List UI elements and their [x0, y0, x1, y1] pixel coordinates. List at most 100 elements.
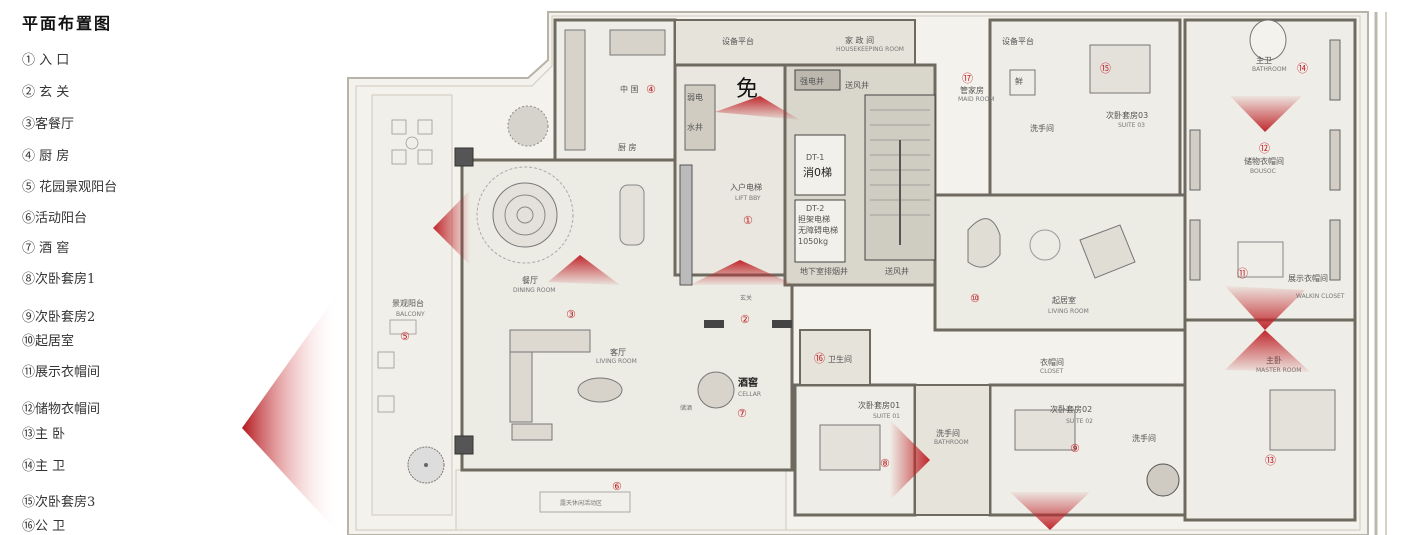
- service-strip: 设备平台 家 政 间 HOUSEKEEPING ROOM 设备平台 鲜 ⑰ 管家…: [722, 35, 1036, 103]
- svg-text:水井: 水井: [687, 122, 703, 132]
- legend-item-activity-balcony: ⑥活动阳台: [22, 211, 88, 226]
- legend-item-suite-2: ⑨次卧套房2: [22, 310, 96, 325]
- svg-text:③: ③: [566, 308, 576, 321]
- legend-item-master-bath: ⑭主 卫: [22, 459, 66, 474]
- svg-text:无障碍电梯: 无障碍电梯: [798, 225, 838, 235]
- svg-text:管家房: 管家房: [960, 85, 984, 95]
- svg-text:送风井: 送风井: [845, 80, 869, 90]
- garden-balcony: 景观阳台 BALCONY ⑤: [371, 94, 549, 516]
- hero-glyph: 免: [736, 77, 758, 102]
- legend-item-suite-3: ⑮次卧套房3: [22, 495, 96, 510]
- svg-text:1050kg: 1050kg: [798, 237, 828, 246]
- legend-panel: 平面布置图 ① 入 口 ② 玄 关 ③客餐厅 ④ 厨 房 ⑤ 花园景观阳台 ⑥活…: [22, 0, 322, 535]
- legend-item-living-room: ⑩起居室: [22, 334, 75, 349]
- svg-text:鲜: 鲜: [1015, 76, 1023, 86]
- svg-text:卫生间: 卫生间: [828, 354, 852, 364]
- svg-text:送风井: 送风井: [885, 266, 909, 276]
- svg-text:②: ②: [740, 313, 750, 326]
- svg-text:中 国: 中 国: [620, 84, 639, 94]
- svg-text:酒窖: 酒窖: [738, 376, 758, 389]
- svg-text:洗手间: 洗手间: [936, 428, 960, 438]
- legend-item-storage-closet: ⑫储物衣帽间: [22, 402, 101, 417]
- svg-text:入户电梯: 入户电梯: [730, 182, 762, 192]
- living-room: ⑩ 起居室 LIVING ROOM: [967, 218, 1136, 315]
- svg-text:SUITE 03: SUITE 03: [1118, 122, 1145, 129]
- svg-text:露天休闲活动区: 露天休闲活动区: [560, 499, 602, 507]
- svg-text:⑥: ⑥: [612, 480, 622, 493]
- svg-text:地下室排烟井: 地下室排烟井: [800, 266, 848, 276]
- svg-text:⑮: ⑮: [1100, 62, 1111, 75]
- svg-text:HOUSEKEEPING ROOM: HOUSEKEEPING ROOM: [836, 46, 904, 53]
- dining-area: 餐厅 DINING ROOM: [454, 147, 574, 294]
- suites-1-2: 次卧套房01 SUITE 01 ⑧ 洗手间 BATHROOM 次卧套房02 SU…: [819, 357, 1156, 471]
- svg-text:储物衣帽间: 储物衣帽间: [1244, 156, 1284, 166]
- svg-text:⑫: ⑫: [1259, 142, 1270, 155]
- svg-text:设备平台: 设备平台: [722, 36, 754, 46]
- svg-text:次卧套房03: 次卧套房03: [1106, 110, 1148, 120]
- svg-text:⑤: ⑤: [400, 330, 410, 343]
- svg-text:储酒: 储酒: [680, 404, 692, 412]
- svg-text:LIVING ROOM: LIVING ROOM: [596, 358, 637, 365]
- svg-text:BATHROOM: BATHROOM: [1252, 66, 1287, 73]
- legend-title: 平面布置图: [22, 14, 113, 33]
- svg-text:厨 房: 厨 房: [618, 142, 637, 152]
- svg-text:展示衣帽间: 展示衣帽间: [1288, 273, 1328, 283]
- svg-text:BATHROOM: BATHROOM: [934, 439, 969, 446]
- svg-text:⑩: ⑩: [970, 292, 980, 305]
- legend-item-display-closet: ⑪展示衣帽间: [22, 365, 101, 380]
- svg-text:景观阳台: 景观阳台: [392, 298, 424, 308]
- legend-item-master-bedroom: ⑬主 卧: [22, 427, 66, 442]
- view-wedges: [433, 96, 1310, 530]
- entry-lobby: 弱电 水井 入户电梯 LIFT BBY ① 玄关 ② 免: [679, 77, 792, 328]
- svg-text:玄关: 玄关: [740, 294, 752, 302]
- svg-text:消0梯: 消0梯: [803, 165, 832, 179]
- svg-text:次卧套房02: 次卧套房02: [1050, 404, 1092, 414]
- svg-text:BOUSOC: BOUSOC: [1250, 168, 1276, 175]
- svg-text:起居室: 起居室: [1052, 295, 1076, 305]
- svg-text:⑯: ⑯: [814, 352, 825, 365]
- master-bath-zone: 主卫 BATHROOM ⑭ ⑫ 储物衣帽间 BOUSOC ⑪ 展示衣帽间 WAL…: [1189, 19, 1345, 300]
- svg-text:BALCONY: BALCONY: [396, 311, 425, 318]
- svg-text:次卧套房01: 次卧套房01: [858, 400, 900, 410]
- svg-text:MAID ROOM: MAID ROOM: [958, 96, 994, 103]
- svg-text:⑪: ⑪: [1237, 267, 1248, 280]
- legend-item-garden-balcony: ⑤ 花园景观阳台: [22, 180, 118, 195]
- svg-text:CELLAR: CELLAR: [738, 391, 761, 398]
- legend-item-kitchen: ④ 厨 房: [22, 149, 70, 164]
- svg-text:⑧: ⑧: [880, 457, 890, 470]
- svg-text:LIFT BBY: LIFT BBY: [735, 195, 761, 202]
- svg-text:强电井: 强电井: [800, 76, 824, 86]
- svg-text:④: ④: [646, 83, 656, 96]
- svg-text:洗手间: 洗手间: [1132, 433, 1156, 443]
- living-area: ③ 客厅 LIVING ROOM: [424, 308, 637, 467]
- activity-balcony: 露天休闲活动区 ⑥: [455, 469, 787, 531]
- svg-text:餐厅: 餐厅: [522, 276, 538, 285]
- svg-text:客厅: 客厅: [610, 347, 626, 357]
- svg-text:WALKIN CLOSET: WALKIN CLOSET: [1296, 293, 1345, 300]
- svg-text:担架电梯: 担架电梯: [798, 214, 830, 224]
- svg-text:DT-2: DT-2: [806, 204, 824, 213]
- kitchen-zone: 中 国 ④ 厨 房: [564, 29, 666, 246]
- cellar-zone: 酒窖 CELLAR ⑦ 储酒 ⑯ 卫生间: [680, 352, 852, 420]
- svg-text:主卫: 主卫: [1256, 55, 1272, 65]
- svg-text:设备平台: 设备平台: [1002, 36, 1034, 46]
- legend-item-entrance: ① 入 口: [22, 53, 70, 68]
- svg-text:⑨: ⑨: [1070, 442, 1080, 455]
- legend-item-cellar: ⑦ 酒 窖: [22, 241, 70, 256]
- svg-text:SUITE 02: SUITE 02: [1066, 418, 1093, 425]
- core: 强电井 送风井 DT-1 消0梯 DT-2 担架电梯 无障碍电梯 1050kg …: [794, 69, 936, 276]
- svg-text:DINING ROOM: DINING ROOM: [513, 287, 555, 294]
- legend-item-public-wc: ⑯公 卫: [22, 519, 66, 534]
- svg-text:CLOSET: CLOSET: [1040, 368, 1064, 375]
- svg-text:DT-1: DT-1: [806, 153, 824, 162]
- svg-text:①: ①: [743, 214, 753, 227]
- view-wedge-large: [242, 290, 340, 535]
- svg-text:家 政 间: 家 政 间: [845, 35, 874, 45]
- svg-text:衣帽间: 衣帽间: [1040, 357, 1064, 367]
- svg-text:⑰: ⑰: [962, 72, 973, 85]
- legend-item-living-dining: ③客餐厅: [22, 117, 75, 132]
- svg-text:LIVING ROOM: LIVING ROOM: [1048, 308, 1089, 315]
- svg-text:⑦: ⑦: [737, 407, 747, 420]
- svg-text:⑭: ⑭: [1297, 62, 1308, 75]
